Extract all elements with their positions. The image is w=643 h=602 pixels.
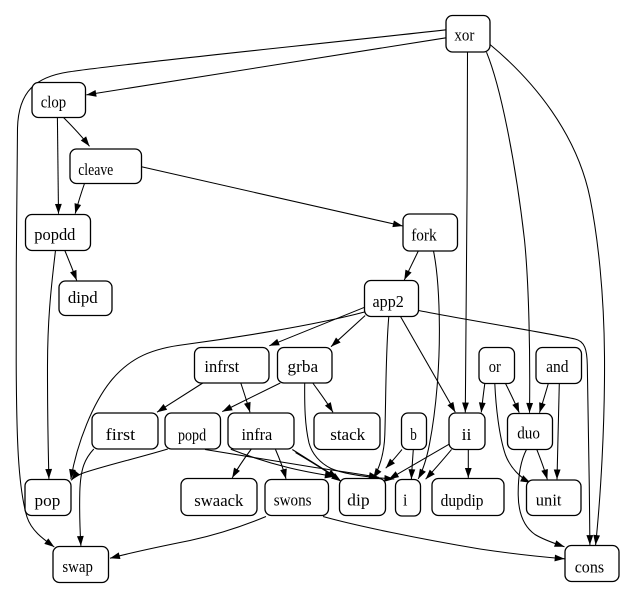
svg-text:i: i [403,491,408,510]
svg-text:dipd: dipd [68,288,98,307]
svg-text:infrst: infrst [204,357,239,376]
svg-text:pop: pop [35,491,61,510]
svg-text:cleave: cleave [78,160,113,179]
svg-text:app2: app2 [373,292,404,311]
svg-text:xor: xor [454,25,474,44]
svg-text:dupdip: dupdip [441,491,484,510]
svg-text:popdd: popdd [34,225,76,244]
svg-text:b: b [410,425,417,444]
svg-text:fork: fork [411,226,437,245]
svg-text:unit: unit [536,490,562,509]
svg-text:swap: swap [62,557,93,576]
svg-text:or: or [489,357,501,376]
svg-text:swaack: swaack [194,491,243,510]
svg-text:infra: infra [242,425,273,444]
svg-text:stack: stack [330,425,365,444]
svg-text:first: first [106,425,136,444]
svg-text:grba: grba [288,357,319,376]
svg-text:clop: clop [41,93,66,112]
svg-text:cons: cons [575,557,604,576]
svg-text:dip: dip [347,491,370,510]
svg-text:duo: duo [517,423,540,442]
svg-text:ii: ii [462,425,472,444]
svg-text:swons: swons [274,491,312,510]
svg-text:and: and [546,357,569,376]
svg-text:popd: popd [178,425,207,444]
